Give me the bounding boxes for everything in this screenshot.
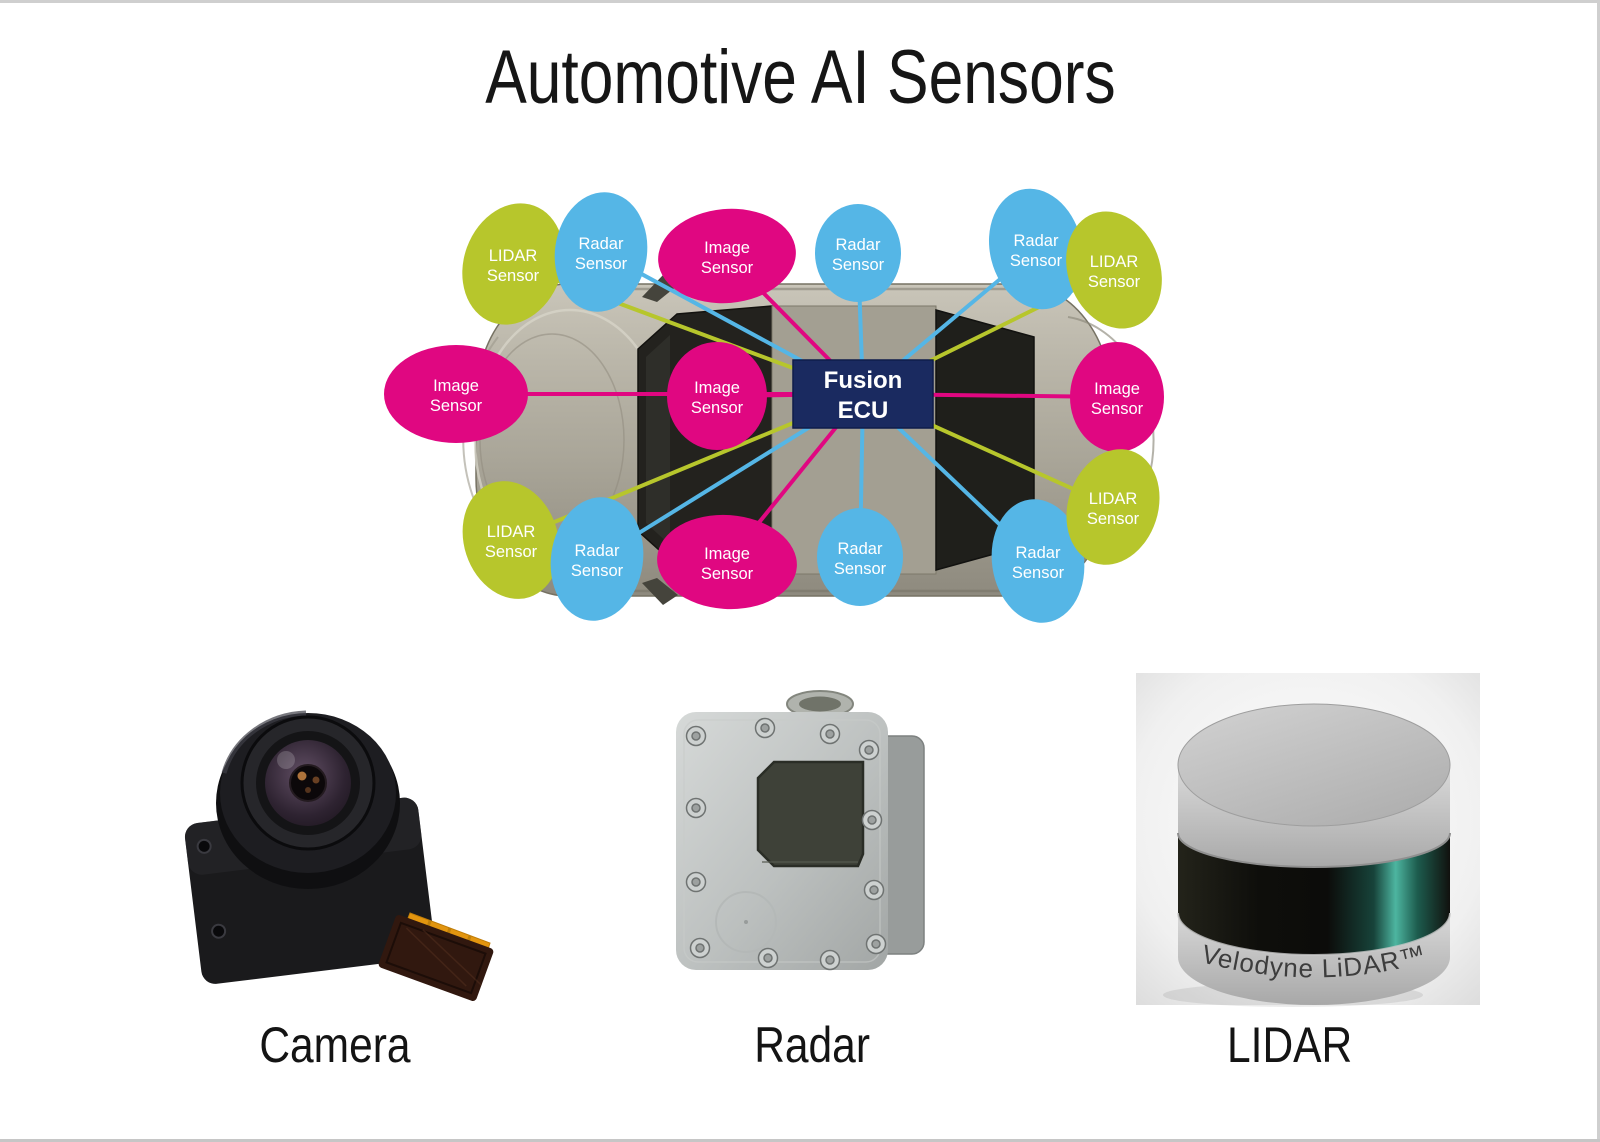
radar-sensor-bubble xyxy=(988,188,1084,310)
side-mirror-right xyxy=(642,578,678,605)
camera-label: Camera xyxy=(259,1017,411,1073)
radar-sensor-bubble xyxy=(815,204,901,302)
window-border-top xyxy=(0,0,1600,3)
camera-module-photo xyxy=(184,710,494,1001)
flex-connector xyxy=(378,915,494,1001)
fusion-ecu-label-line2: ECU xyxy=(838,397,889,424)
radar-front-plate xyxy=(676,712,888,971)
radar-sensor-bubble xyxy=(991,499,1085,623)
radar-unit-photo xyxy=(676,690,925,971)
lidar-puck: Velodyne LiDAR™ xyxy=(1177,703,1451,1005)
camera-lens xyxy=(216,710,400,889)
image-sensor-bubble xyxy=(1070,342,1164,452)
fusion-ecu-box: Fusion ECU xyxy=(792,359,934,429)
radar-bolts xyxy=(685,717,887,971)
radar-sensor-bubble xyxy=(550,497,644,621)
radar-logo-emboss xyxy=(715,891,777,953)
fusion-ecu-label-line1: Fusion xyxy=(824,367,903,394)
lidar-sensor-bubble xyxy=(1066,449,1160,565)
lidar-label: LIDAR xyxy=(1227,1017,1353,1073)
lidar-unit-photo: Velodyne LiDAR™ xyxy=(1136,673,1480,1007)
image-sensor-bubble xyxy=(657,514,797,610)
lidar-sensor-bubble xyxy=(462,481,560,599)
image-sensor-bubble xyxy=(384,345,528,443)
image-sensor-bubble xyxy=(658,208,796,304)
image-sensor-bubble xyxy=(667,342,767,450)
lidar-top-cap xyxy=(1177,703,1451,827)
lidar-sensor-bubble xyxy=(462,203,564,325)
radar-window xyxy=(756,760,865,868)
fusion-ecu-rect xyxy=(792,359,934,429)
lidar-sensor-bubble xyxy=(1066,211,1162,329)
radar-sensor-bubble xyxy=(554,192,648,312)
radar-label: Radar xyxy=(754,1017,870,1073)
page-title-text: Automotive AI Sensors xyxy=(484,35,1116,120)
lidar-base-band xyxy=(1178,913,1450,1005)
page-title: Automotive AI Sensors xyxy=(0,38,1600,118)
window-border-right xyxy=(1597,0,1600,1142)
window-border-bottom xyxy=(0,1139,1600,1142)
radar-sensor-bubble xyxy=(817,508,903,606)
